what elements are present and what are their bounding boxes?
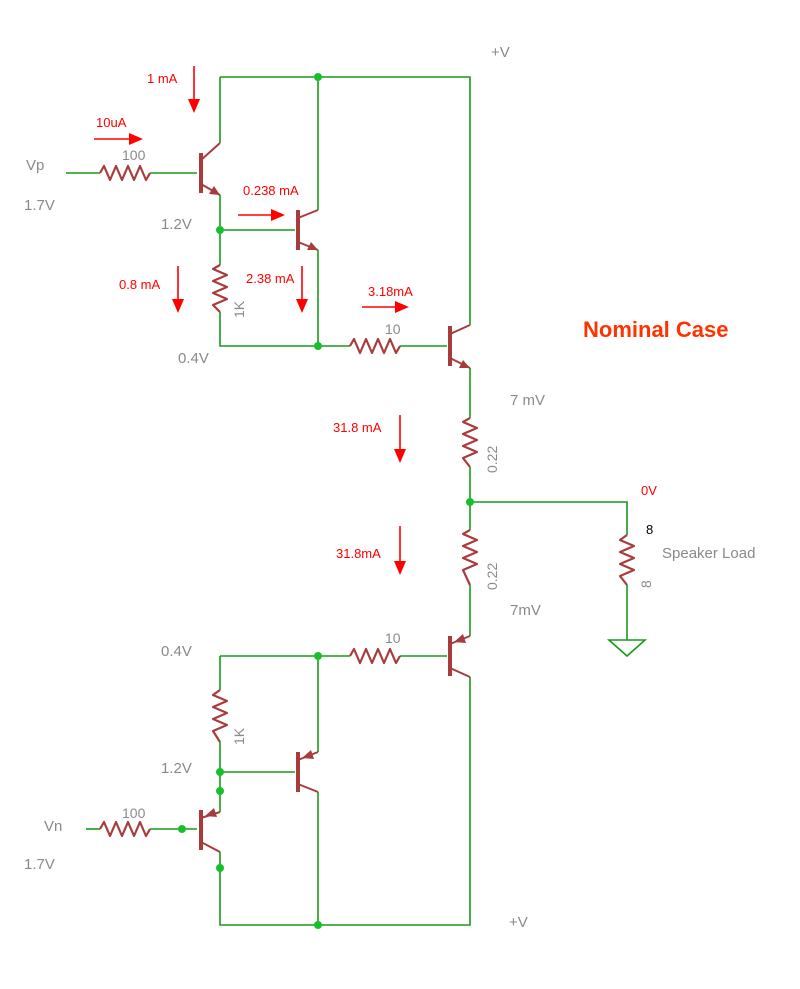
current-arrow-down	[296, 266, 308, 313]
current-arrow-right	[362, 301, 409, 313]
bottom-supply-wire	[219, 677, 471, 926]
node-q6-emitter-voltage: 1.2V	[161, 760, 192, 777]
junction-dot	[314, 73, 322, 81]
current-emitter-bottom-label: 31.8mA	[336, 546, 381, 561]
wires	[66, 76, 628, 926]
resistors	[99, 164, 636, 838]
junction-dot	[314, 342, 322, 350]
top-supply-label: +V	[491, 44, 510, 61]
bottom-supply-label: +V	[509, 914, 528, 931]
r-emitter-top-value: 0.22	[484, 446, 500, 473]
transistor-q3	[448, 324, 471, 369]
r-bias-bottom-value: 1K	[231, 727, 247, 745]
resistor-r-in-bottom	[99, 820, 151, 838]
current-arrow-down	[188, 66, 200, 113]
junction-dot	[314, 921, 322, 929]
resistor-r-bias-top	[211, 264, 229, 313]
speaker-wire	[470, 501, 628, 535]
transistor-q2	[296, 209, 319, 251]
node-bottom-rail-voltage: 0.4V	[161, 643, 192, 660]
top-supply-wire	[220, 76, 471, 325]
resistor-r-emitter-top	[461, 417, 479, 468]
resistor-r-base-bottom	[349, 647, 401, 665]
r-base-top-value: 10	[385, 321, 401, 337]
current-q2-collector-label: 2.38 mA	[246, 271, 295, 286]
junction-dot	[466, 498, 474, 506]
transistor-q4	[448, 634, 471, 678]
current-arrow-down	[172, 266, 184, 313]
output-voltage-label: 0V	[641, 483, 657, 498]
r-in-bottom-value: 100	[122, 805, 146, 821]
current-q1-label: 1 mA	[147, 71, 178, 86]
junction-dot	[216, 864, 224, 872]
current-q2-base-label: 0.238 mA	[243, 183, 299, 198]
vn-voltage-label: 1.7V	[24, 856, 55, 873]
resistor-r-in-top	[99, 164, 151, 182]
ground-symbol	[606, 639, 648, 658]
top-rail-wire	[219, 312, 350, 347]
current-arrow-right	[94, 133, 143, 145]
resistor-speaker-load	[618, 534, 636, 586]
junction-dot	[216, 787, 224, 795]
current-emitter-top-label: 31.8 mA	[333, 420, 382, 435]
node-top-rail-voltage: 0.4V	[178, 350, 209, 367]
transistor-q5	[296, 750, 319, 793]
vn-input-label: Vn	[44, 818, 62, 835]
node-top-emitter-voltage: 7 mV	[510, 392, 545, 409]
junction-dots	[178, 73, 474, 929]
current-bias-label: 0.8 mA	[119, 277, 161, 292]
current-arrow-right	[238, 209, 285, 221]
junction-dot	[178, 825, 186, 833]
resistor-r-emitter-bottom	[461, 529, 479, 586]
junction-dot	[216, 768, 224, 776]
current-arrow-down	[394, 415, 406, 463]
diagram-title: Nominal Case	[583, 317, 729, 342]
resistor-r-base-top	[349, 337, 401, 355]
node-bottom-emitter-voltage: 7mV	[510, 602, 541, 619]
junction-dot	[314, 652, 322, 660]
speaker-pin-label: 8	[646, 522, 653, 537]
vp-voltage-label: 1.7V	[24, 197, 55, 214]
r-in-top-value: 100	[122, 147, 146, 163]
transistor-q1	[199, 142, 221, 196]
r-base-bottom-value: 10	[385, 630, 401, 646]
junction-dot	[216, 226, 224, 234]
current-input-label: 10uA	[96, 115, 127, 130]
r-emitter-bottom-value: 0.22	[484, 563, 500, 590]
current-arrow-down	[394, 526, 406, 575]
speaker-value: 8	[638, 580, 654, 588]
node-q1-emitter-voltage: 1.2V	[161, 216, 192, 233]
current-arrows	[94, 66, 409, 575]
vp-input-label: Vp	[26, 157, 44, 174]
transistor-q6	[199, 808, 221, 853]
r-bias-top-value: 1K	[231, 300, 247, 318]
speaker-load-label: Speaker Load	[662, 545, 755, 562]
current-base-output-label: 3.18mA	[368, 284, 413, 299]
resistor-r-bias-bottom	[211, 689, 229, 743]
